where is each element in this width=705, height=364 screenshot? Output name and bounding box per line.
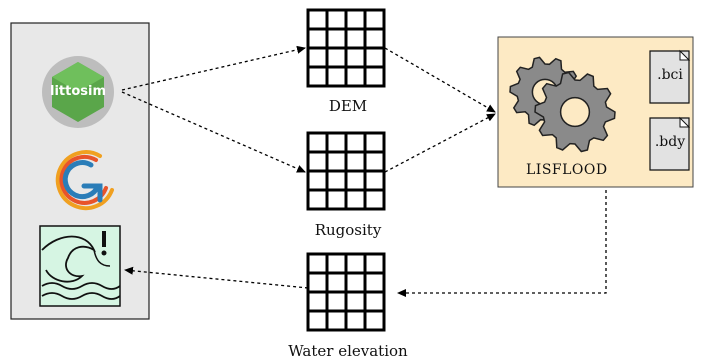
file-label-bdy: .bdy: [654, 134, 686, 150]
gear-hole: [559, 96, 591, 128]
lisflood-label: LISFLOOD: [526, 162, 608, 178]
dem-grid: [306, 8, 386, 88]
water-elevation-grid: [306, 252, 386, 332]
arrow-rugosity-to-lisflood: [384, 113, 496, 173]
arrow-lisflood-to-water: [397, 190, 607, 297]
dem-label: DEM: [328, 97, 368, 115]
littosim-logo-text: littosim: [49, 84, 106, 99]
file-icon-bdy: [649, 116, 691, 171]
rugosity-grid: [306, 131, 386, 211]
arrow-littosim-to-dem: [121, 45, 306, 91]
gears-icon: [509, 56, 616, 153]
water-elevation-label: Water elevation: [288, 342, 408, 360]
file-icon-bci: [649, 49, 691, 104]
gama-logo: [55, 150, 114, 211]
rugosity-label: Rugosity: [314, 221, 382, 239]
file-label-bci: .bci: [657, 67, 683, 83]
littosim-logo: [42, 56, 114, 128]
flood-warning-icon: [39, 225, 121, 307]
arrow-water-to-warning: [124, 266, 309, 289]
